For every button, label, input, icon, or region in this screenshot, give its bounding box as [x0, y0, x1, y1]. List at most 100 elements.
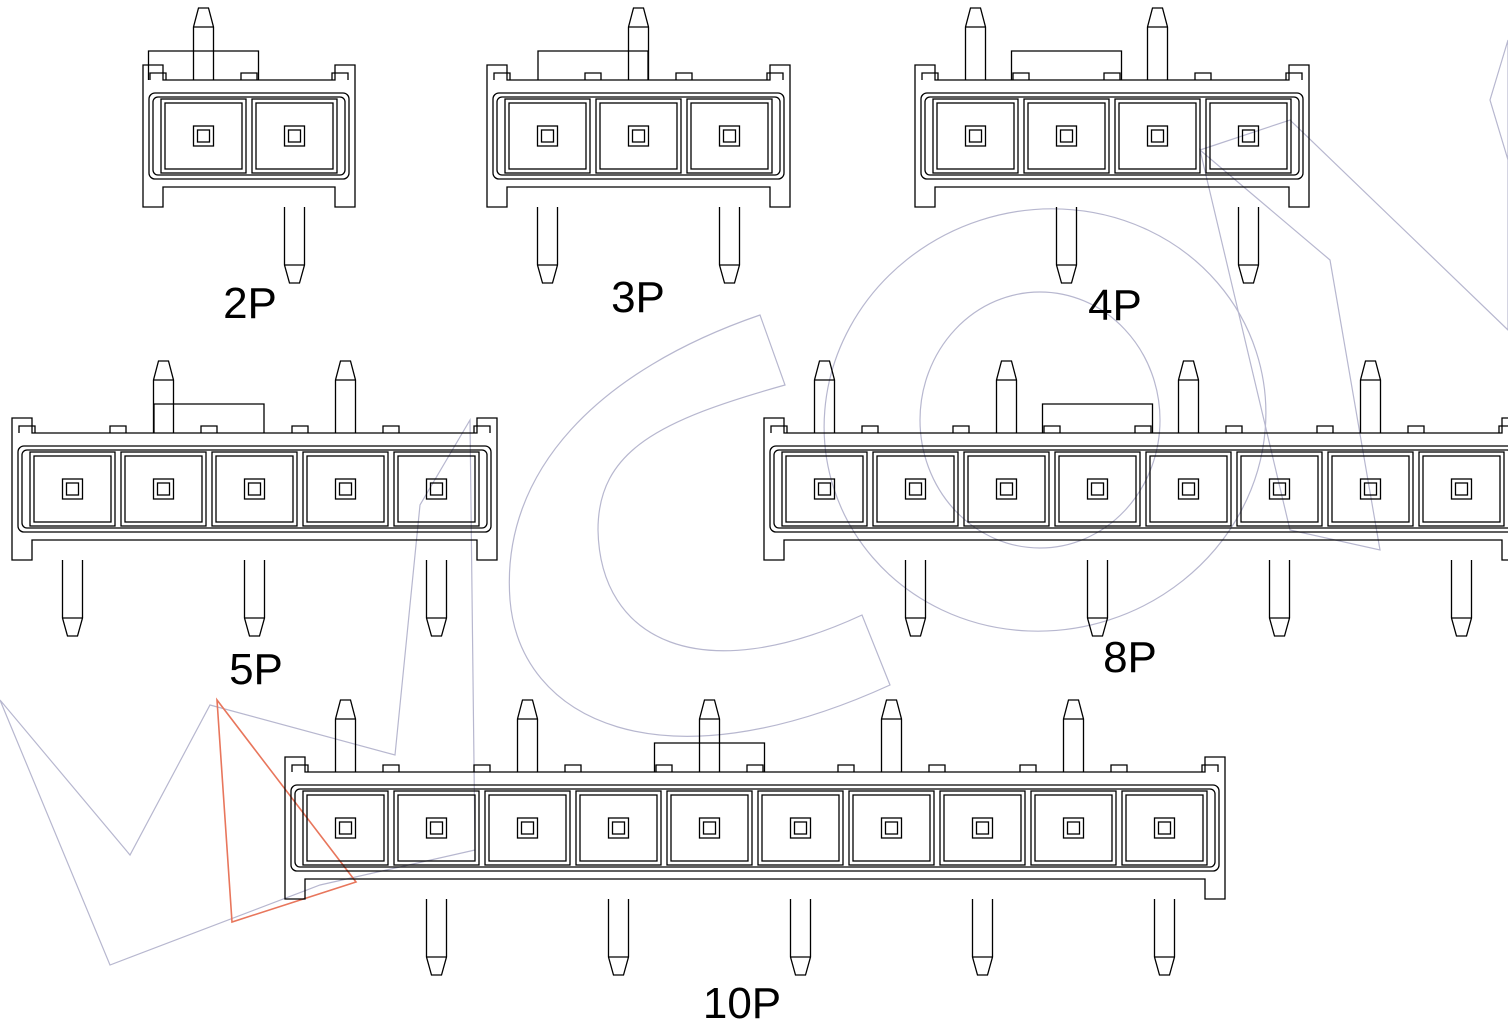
connector-label-3p: 3P — [611, 273, 665, 322]
pin-square — [1268, 478, 1291, 500]
pin-cell — [29, 451, 116, 527]
housing-tab — [1407, 425, 1425, 433]
top-pin — [813, 360, 836, 433]
connector-label-4p: 4P — [1088, 281, 1142, 330]
bottom-pin — [789, 899, 812, 976]
housing-tab — [1285, 72, 1303, 80]
housing-tab — [1012, 72, 1030, 80]
inner-frame-2 — [21, 449, 488, 529]
housing-tab — [1194, 72, 1212, 80]
housing-tab — [1134, 425, 1152, 433]
pin-square — [334, 478, 357, 500]
housing-outline — [11, 417, 498, 561]
connector-label-10p: 10P — [703, 979, 781, 1022]
connector-5p — [11, 360, 498, 637]
connector-3p — [486, 7, 791, 284]
housing-tab — [564, 764, 582, 772]
bottom-pin — [1086, 560, 1109, 637]
watermark-stroke-w — [0, 417, 476, 966]
inner-frame-2 — [496, 96, 781, 176]
latch — [147, 50, 260, 80]
inner-frame-2 — [152, 96, 346, 176]
inner-frame-2 — [924, 96, 1300, 176]
pin-square — [789, 817, 812, 839]
watermark-stroke-o-inner — [919, 291, 1161, 549]
housing-tab — [331, 72, 349, 80]
pin-square — [1146, 125, 1169, 147]
connector-label-8p: 8P — [1103, 633, 1157, 682]
top-pin — [627, 7, 650, 80]
pin-cell — [504, 98, 591, 174]
pin-cell — [963, 451, 1050, 527]
connector-10p — [284, 699, 1226, 976]
bottom-pin — [243, 560, 266, 637]
top-pin — [516, 699, 539, 772]
pin-square — [1237, 125, 1260, 147]
pin-square — [904, 478, 927, 500]
inner-frame — [290, 784, 1220, 872]
pin-cell — [939, 790, 1026, 866]
pin-cell — [1145, 451, 1232, 527]
bottom-pin — [425, 560, 448, 637]
housing-tab — [473, 425, 491, 433]
pin-square — [283, 125, 306, 147]
connector-label-2p: 2P — [223, 279, 277, 328]
bottom-pin — [536, 207, 559, 284]
housing-outline — [142, 64, 356, 208]
housing-tab — [200, 425, 218, 433]
housing-tab — [18, 425, 36, 433]
pin-cell — [757, 790, 844, 866]
pin-square — [1086, 478, 1109, 500]
pin-cell — [1327, 451, 1414, 527]
pin-cell — [302, 451, 389, 527]
housing-tab — [861, 425, 879, 433]
housing-tab — [493, 72, 511, 80]
pin-square — [61, 478, 84, 500]
housing-tab — [1103, 72, 1121, 80]
inner-frame — [769, 445, 1508, 533]
bottom-pin — [425, 899, 448, 976]
pin-square — [995, 478, 1018, 500]
bottom-pin — [1237, 207, 1260, 284]
housing-tab — [240, 72, 258, 80]
housing-tab — [928, 764, 946, 772]
latch — [653, 742, 766, 772]
pin-square — [1055, 125, 1078, 147]
pin-cell — [1030, 790, 1117, 866]
housing-tab — [1225, 425, 1243, 433]
top-pin — [880, 699, 903, 772]
pin-cell — [484, 790, 571, 866]
pin-square — [1177, 478, 1200, 500]
pin-cell — [1114, 98, 1201, 174]
bottom-pin — [1153, 899, 1176, 976]
watermark-stroke-c — [508, 314, 891, 737]
pin-square — [1450, 478, 1473, 500]
connector-8p — [763, 360, 1508, 637]
bottom-pin — [1450, 560, 1473, 637]
pin-cell — [686, 98, 773, 174]
pin-square — [536, 125, 559, 147]
top-pin — [192, 7, 215, 80]
pin-cell — [781, 451, 868, 527]
housing-tab — [766, 72, 784, 80]
housing-tab — [837, 764, 855, 772]
top-pin — [334, 699, 357, 772]
pin-square — [698, 817, 721, 839]
inner-frame-2 — [773, 449, 1508, 529]
housing-tab — [584, 72, 602, 80]
pin-square — [718, 125, 741, 147]
top-pin — [1062, 699, 1085, 772]
pin-cell — [120, 451, 207, 527]
top-pin — [995, 360, 1018, 433]
highlight-triangle — [216, 697, 358, 924]
pin-cell — [872, 451, 959, 527]
top-pin — [1146, 7, 1169, 80]
pin-cell — [666, 790, 753, 866]
housing-outline — [914, 64, 1310, 208]
pin-cell — [251, 98, 338, 174]
housing-tab — [675, 72, 693, 80]
latch — [1010, 50, 1123, 80]
pin-square — [964, 125, 987, 147]
inner-frame — [148, 92, 350, 180]
top-pin — [964, 7, 987, 80]
